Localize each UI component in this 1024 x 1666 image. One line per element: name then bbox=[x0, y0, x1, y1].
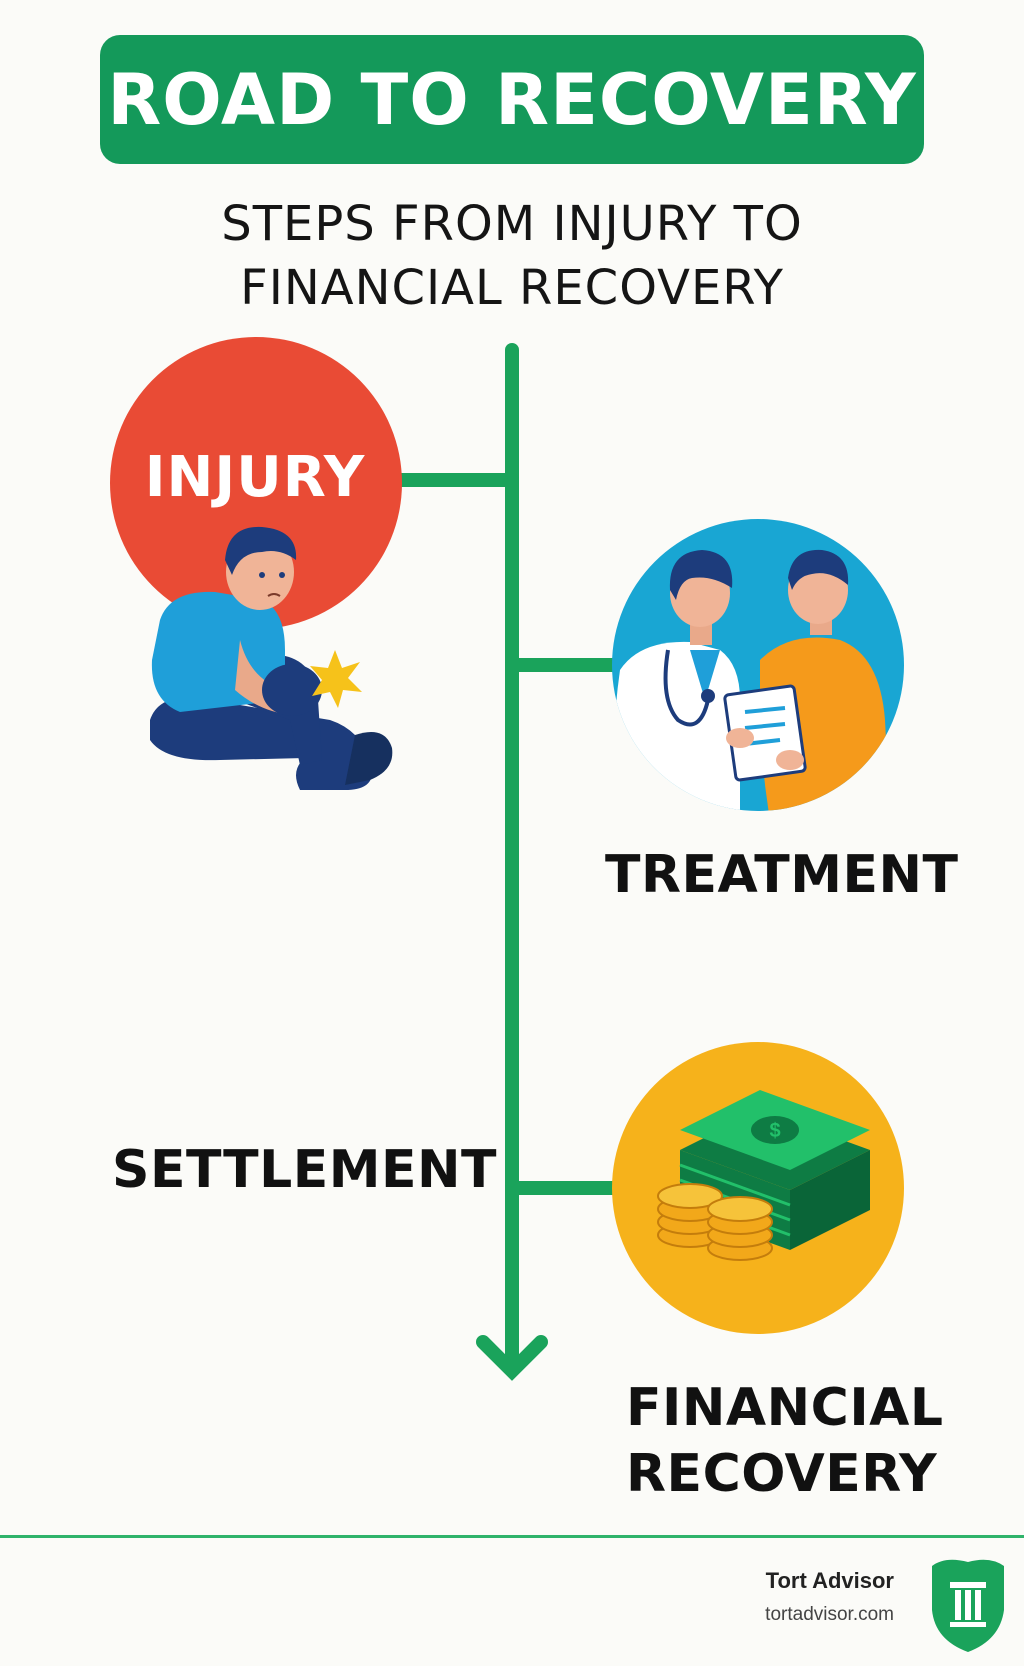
step-label-treatment: TREATMENT bbox=[605, 845, 959, 905]
page-title: ROAD TO RECOVERY bbox=[107, 58, 917, 141]
subtitle: STEPS FROM INJURY TO FINANCIAL RECOVERY bbox=[0, 192, 1024, 320]
step-label-financial-recovery: FINANCIAL RECOVERY bbox=[626, 1375, 944, 1507]
step-label-settlement: SETTLEMENT bbox=[112, 1140, 498, 1200]
title-banner: ROAD TO RECOVERY bbox=[100, 35, 924, 164]
footer-divider bbox=[0, 1535, 1024, 1538]
footer-brand: Tort Advisor bbox=[765, 1568, 894, 1593]
injured-person-icon bbox=[110, 337, 402, 790]
financial-recovery-line-2: RECOVERY bbox=[626, 1444, 938, 1504]
doctor-patient-icon bbox=[612, 519, 904, 811]
timeline-arrowhead bbox=[476, 1335, 548, 1381]
injury-circle bbox=[110, 337, 402, 629]
financial-recovery-line-1: FINANCIAL bbox=[626, 1378, 944, 1438]
money-stack-icon: $ bbox=[612, 1042, 904, 1334]
subtitle-line-2: FINANCIAL RECOVERY bbox=[240, 260, 784, 316]
pain-star-icon bbox=[310, 650, 362, 708]
shield-pillar-icon bbox=[932, 1559, 1004, 1652]
subtitle-line-1: STEPS FROM INJURY TO bbox=[221, 196, 803, 252]
step-label-injury: INJURY bbox=[144, 445, 366, 510]
timeline-lines bbox=[388, 343, 622, 1381]
svg-text:$: $ bbox=[769, 1120, 780, 1142]
footer-url[interactable]: tortadvisor.com bbox=[765, 1604, 894, 1625]
